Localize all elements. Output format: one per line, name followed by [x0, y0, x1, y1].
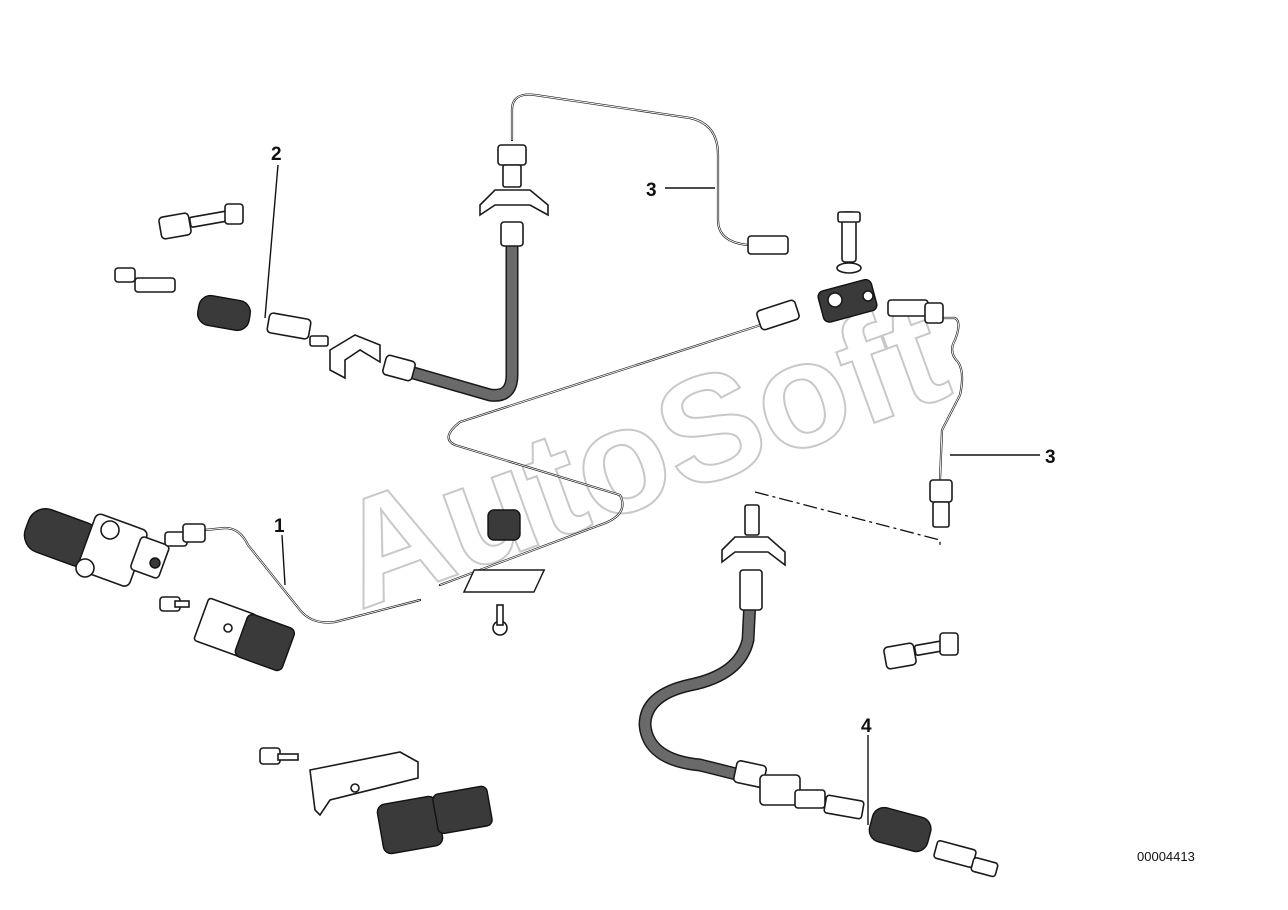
part-2-assembly	[114, 203, 381, 380]
brake-line-3-upper	[510, 93, 750, 247]
brake-pressure-distributor	[23, 508, 206, 587]
upper-hose-bracket	[479, 144, 549, 217]
alignment-line	[754, 491, 941, 545]
callout-3-right: 3	[1045, 447, 1056, 468]
t-piece-connector	[747, 211, 944, 331]
brake-hose-lower	[638, 569, 768, 788]
distributor-bracket	[159, 596, 296, 672]
brake-hose-upper	[382, 221, 524, 402]
watermark-text: AutoSoft	[313, 266, 965, 640]
callout-3-upper: 3	[646, 180, 657, 201]
loose-fastener-right	[883, 632, 959, 670]
lower-bracket-assembly	[259, 747, 493, 855]
pipe-clip-center	[462, 509, 546, 636]
callout-4: 4	[861, 716, 872, 737]
callout-2: 2	[271, 144, 282, 165]
brake-line-3-right	[928, 316, 964, 482]
part-4-assembly	[759, 774, 999, 878]
callout-1: 1	[274, 516, 285, 537]
right-line-fitting	[929, 479, 953, 528]
leader-line-1	[281, 534, 286, 586]
leader-line-2	[264, 164, 279, 319]
diagram-reference-number: 00004413	[1137, 849, 1195, 864]
brake-line-1	[203, 320, 772, 624]
lower-hose-bracket	[721, 504, 786, 567]
